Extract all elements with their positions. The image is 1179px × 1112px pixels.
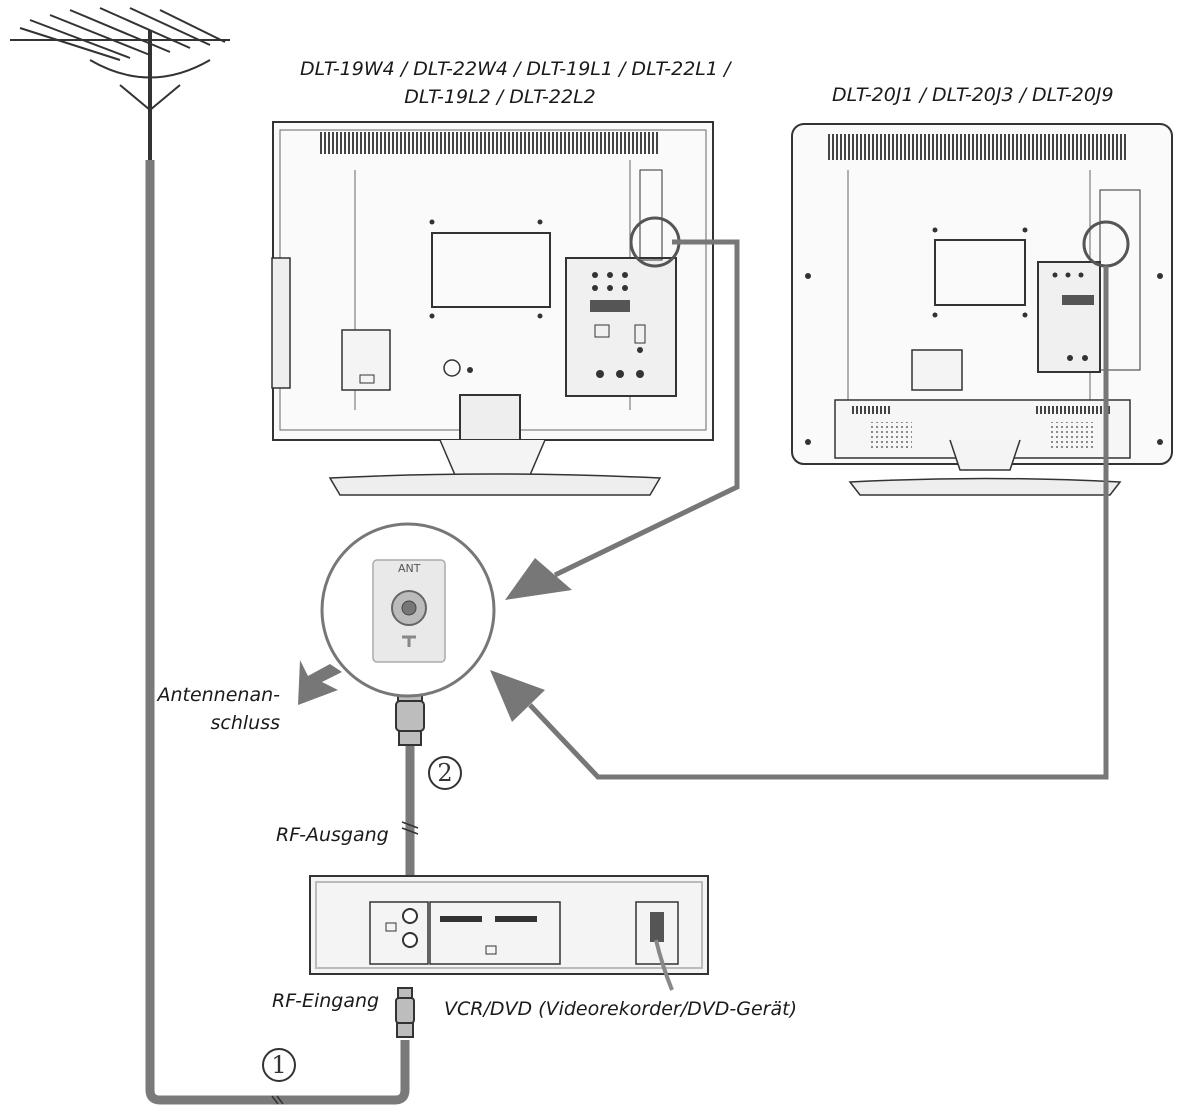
arrow-head-right-tv <box>490 670 545 722</box>
ant-jack-label: ANT <box>398 562 421 575</box>
antenna-cable <box>145 160 410 1105</box>
arrow-head-left-tv <box>505 558 572 600</box>
device-label: VCR/DVD (Videorekorder/DVD-Gerät) <box>444 998 797 1020</box>
arrow-right-tv <box>528 266 1109 780</box>
vcr-device <box>309 875 709 991</box>
tv-right-rear <box>791 123 1173 496</box>
step-one-badge: 1 <box>262 1048 296 1082</box>
models-left-line2: DLT-19L2 / DLT-22L2 <box>404 86 596 108</box>
ant-jack-zoom <box>320 522 496 698</box>
models-right: DLT-20J1 / DLT-20J3 / DLT-20J9 <box>832 84 1114 106</box>
antenna-port-label-line2: schluss <box>210 712 280 734</box>
antenna-port-label-line1: Antennenan- <box>157 684 280 706</box>
arrow-antenna-label <box>298 660 342 705</box>
step-two-badge: 2 <box>428 756 462 790</box>
rf-out-label: RF-Ausgang <box>276 824 389 846</box>
arrow-left-tv <box>553 239 740 578</box>
antenna-icon <box>10 7 230 160</box>
break-mark-1 <box>271 1095 284 1105</box>
models-left-line1: DLT-19W4 / DLT-22W4 / DLT-19L1 / DLT-22L… <box>300 58 731 80</box>
break-mark-2 <box>401 821 419 835</box>
rf-in-label: RF-Eingang <box>272 990 380 1012</box>
tv-left-rear <box>271 121 714 496</box>
rf-plug-bottom <box>395 987 415 1038</box>
